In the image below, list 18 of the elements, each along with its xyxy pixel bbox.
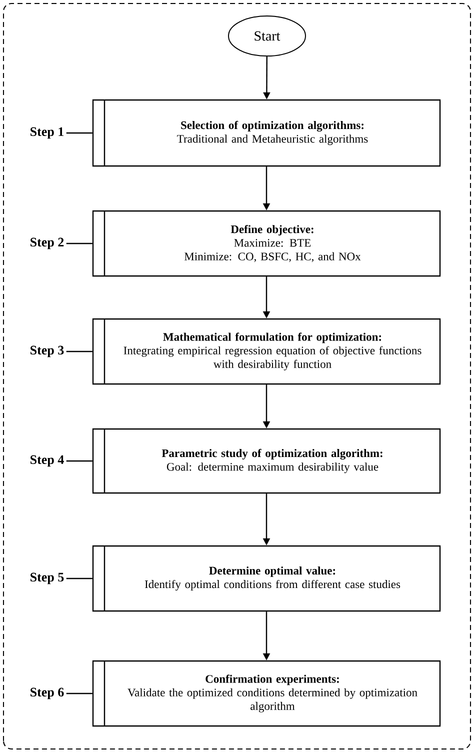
leader-line	[66, 578, 92, 580]
leader-line	[66, 692, 92, 694]
step-label: Step 3	[30, 346, 64, 358]
process-box: Mathematical formulation for optimization: Integrating empirical regression equation of objective functions with desirability function	[92, 318, 441, 385]
leader-line	[66, 242, 92, 244]
process-box: Parametric study of optimization algorithm: Goal: determine maximum desirability value	[92, 428, 441, 494]
step-label: Step 4	[30, 455, 64, 467]
process-box: Determine optimal value: Identify optimal conditions from different case studies	[92, 545, 441, 612]
process-box: Define objective: Maximize: BTE Minimize: CO, BSFC, HC, and NOx	[92, 210, 441, 277]
step-label: Step 1	[30, 127, 64, 139]
process-box: Confirmation experiments: Validate the optimized conditions determined by optimization algorithm	[92, 660, 441, 727]
leader-line	[66, 460, 92, 462]
step-label: Step 6	[30, 688, 64, 700]
process-box: Selection of optimization algorithms: Traditional and Metaheuristic algorithms	[92, 99, 441, 167]
leader-line	[66, 132, 92, 134]
step-label: Step 5	[30, 572, 64, 584]
step-label: Step 2	[30, 238, 64, 250]
leader-line	[66, 350, 92, 352]
